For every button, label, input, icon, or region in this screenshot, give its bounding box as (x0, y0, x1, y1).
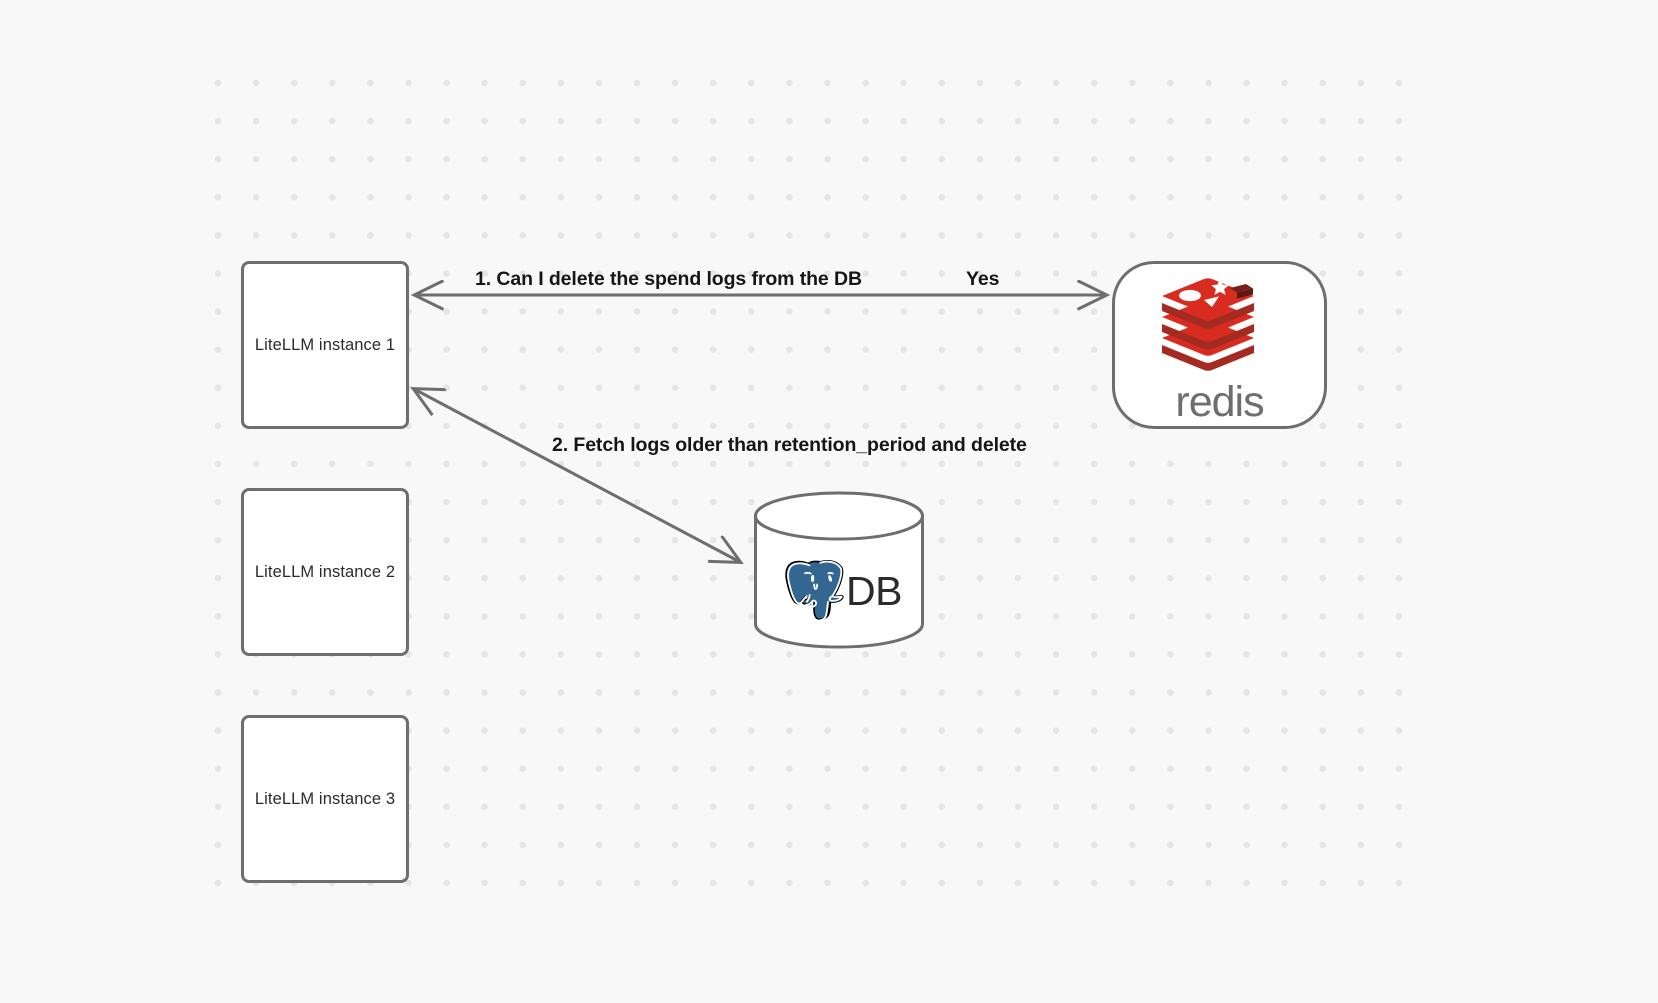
node-label-litellm-instance-3: LiteLLM instance 3 (254, 789, 396, 808)
node-litellm-instance-1[interactable]: LiteLLM instance 1 (241, 261, 409, 429)
redis-logo-icon (1161, 277, 1254, 371)
node-redis[interactable]: redis (1112, 261, 1327, 429)
database-label: DB (846, 567, 902, 614)
node-litellm-instance-3[interactable]: LiteLLM instance 3 (241, 715, 409, 883)
node-database[interactable]: DB (753, 491, 925, 649)
database-logo-row: DB (753, 539, 925, 643)
node-label-litellm-instance-2: LiteLLM instance 2 (254, 562, 396, 581)
node-label-redis: redis (1175, 377, 1264, 426)
edge-label-1: 1. Can I delete the spend logs from the … (475, 268, 862, 290)
node-label-litellm-instance-1: LiteLLM instance 1 (254, 335, 396, 354)
node-litellm-instance-2[interactable]: LiteLLM instance 2 (241, 488, 409, 656)
edge-label-2: 2. Fetch logs older than retention_perio… (552, 434, 1027, 456)
edge-label-yes: Yes (966, 268, 1000, 290)
postgresql-elephant-icon (785, 559, 844, 622)
